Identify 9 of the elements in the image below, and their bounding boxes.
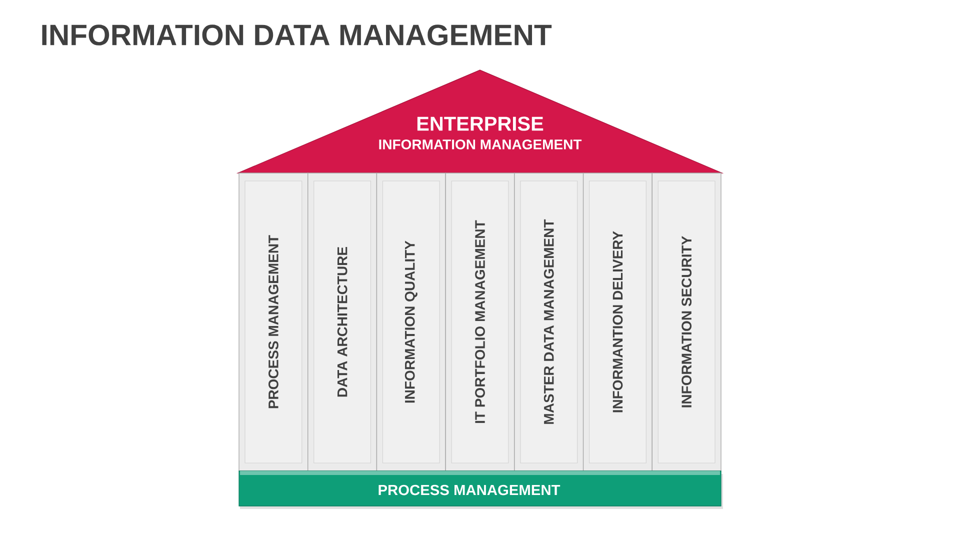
pillar-box: PROCESS MANAGEMENT — [238, 172, 308, 472]
pillar-box: IT PORTFOLIO MANAGEMENT — [445, 172, 515, 472]
base-bar: PROCESS MANAGEMENT — [238, 470, 723, 509]
pillar-box: INFORMANTION DELIVERY — [582, 172, 652, 472]
pillar-box: INFORMATION QUALITY — [376, 172, 446, 472]
pillar-box: MASTER DATA MANAGEMENT — [514, 172, 584, 472]
pillar-box: DATA ARCHITECTURE — [308, 172, 378, 472]
title: INFORMATION DATA MANAGEMENT — [42, 24, 552, 46]
pillar-box: INFORMATION SECURITY — [652, 172, 722, 472]
